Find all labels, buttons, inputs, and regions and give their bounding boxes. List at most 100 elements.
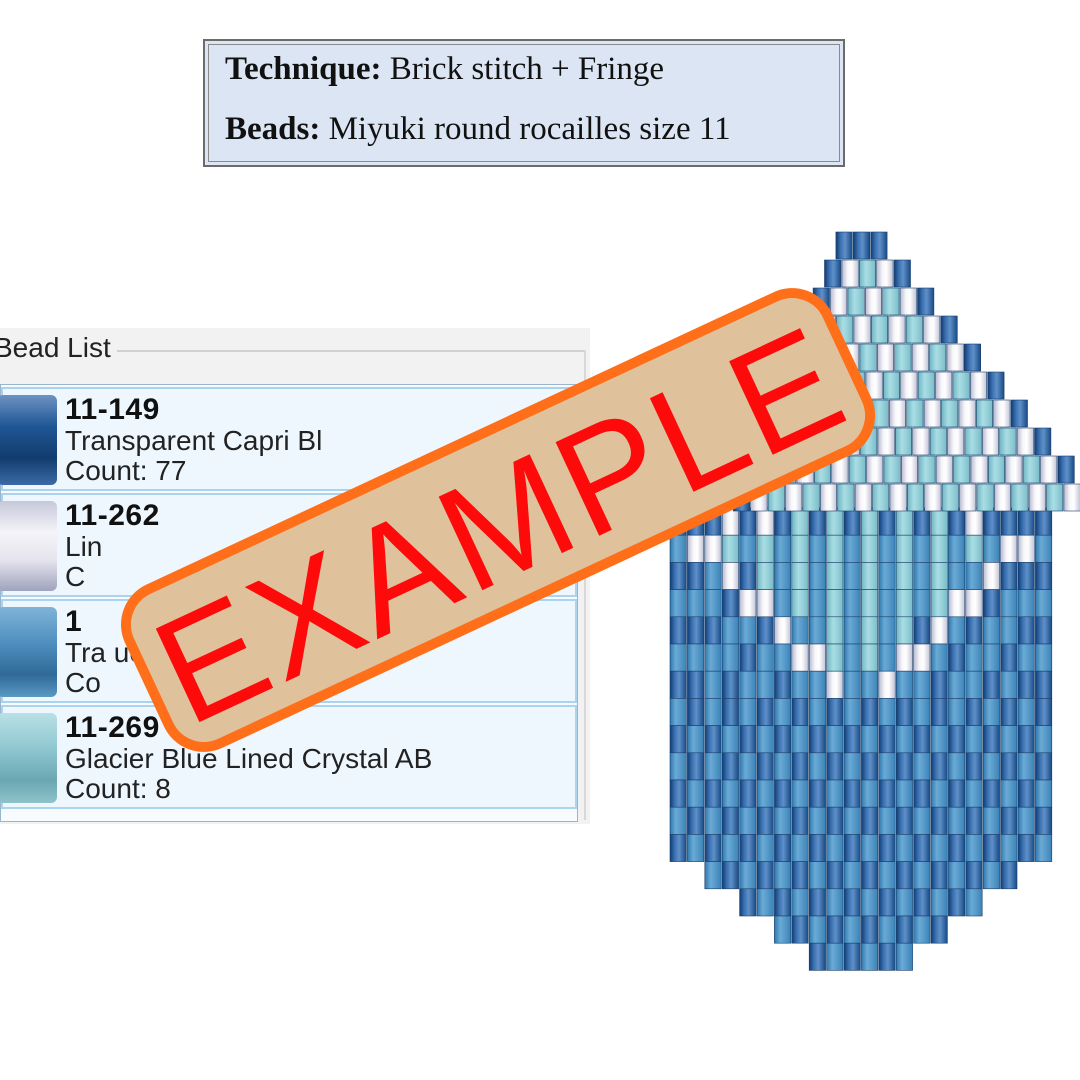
bead-cell xyxy=(843,670,861,699)
bead-cell xyxy=(947,427,965,456)
bead-cell xyxy=(843,942,861,971)
bead-cell xyxy=(739,562,757,590)
bead-cell xyxy=(843,806,861,835)
bead-cell xyxy=(808,834,826,862)
bead-cell xyxy=(791,752,809,781)
bead-cell xyxy=(791,834,809,862)
bead-cell xyxy=(843,589,861,618)
bead-cell xyxy=(721,562,739,590)
bead-cell xyxy=(948,698,966,726)
bead-cell xyxy=(687,589,705,618)
bead-cell xyxy=(993,399,1011,428)
bead-cell xyxy=(774,562,792,590)
bead-cell xyxy=(687,806,705,835)
bead-cell xyxy=(861,834,879,862)
bead-cell xyxy=(808,534,826,563)
bead-cell xyxy=(808,562,826,590)
bead-cell xyxy=(826,834,844,862)
bead-cell xyxy=(930,806,948,835)
bead-cell xyxy=(861,779,879,808)
bead-cell xyxy=(704,698,722,726)
bead-cell xyxy=(826,752,844,781)
bead-cell xyxy=(687,670,705,699)
bead-cell xyxy=(861,888,879,917)
bead-cell xyxy=(1035,779,1053,808)
bead-cell xyxy=(1000,779,1018,808)
bead-cell xyxy=(721,752,739,781)
bead-cell xyxy=(861,507,879,536)
bead-cell xyxy=(906,483,924,512)
bead-cell xyxy=(1000,507,1018,536)
bead-cell xyxy=(861,670,879,699)
bead-cell xyxy=(930,861,948,890)
bead-cell xyxy=(739,779,757,808)
bead-cell xyxy=(1046,483,1064,512)
bead-cell xyxy=(721,861,739,890)
bead-cell xyxy=(756,507,774,536)
bead-cell xyxy=(826,534,844,563)
bead-cell xyxy=(704,779,722,808)
bead-cell xyxy=(1035,725,1053,754)
bead-cell xyxy=(929,343,947,372)
bead-cell xyxy=(965,534,983,563)
bead-cell xyxy=(861,915,879,944)
bead-name: Lin xyxy=(65,531,103,562)
bead-cell xyxy=(854,483,872,512)
bead-cell xyxy=(861,643,879,672)
bead-cell xyxy=(808,616,826,645)
beads-value: Miyuki round rocailles size 11 xyxy=(328,111,731,147)
bead-cell xyxy=(704,616,722,645)
bead-cell xyxy=(669,589,687,618)
bead-cell xyxy=(878,861,896,890)
bead-cell xyxy=(704,806,722,835)
bead-cell xyxy=(830,287,848,316)
bead-cell xyxy=(774,752,792,781)
bead-cell xyxy=(913,562,931,590)
bead-cell xyxy=(1035,752,1053,781)
bead-cell xyxy=(895,915,913,944)
bead-cell xyxy=(895,507,913,536)
bead-cell xyxy=(756,562,774,590)
bead-cell xyxy=(791,698,809,726)
bead-cell xyxy=(739,670,757,699)
bead-cell xyxy=(889,483,907,512)
bead-cell xyxy=(982,834,1000,862)
bead-cell xyxy=(930,915,948,944)
bead-cell xyxy=(841,259,859,288)
bead-cell xyxy=(878,507,896,536)
bead-cell xyxy=(774,834,792,862)
bead-cell xyxy=(826,779,844,808)
bead-cell xyxy=(982,861,1000,890)
bead-cell xyxy=(704,670,722,699)
bead-cell xyxy=(774,779,792,808)
bead-cell xyxy=(913,915,931,944)
bead-cell xyxy=(826,861,844,890)
bead-cell xyxy=(1017,616,1035,645)
bead-cell xyxy=(774,725,792,754)
bead-cell xyxy=(802,483,820,512)
bead-cell xyxy=(791,562,809,590)
bead-cell xyxy=(895,806,913,835)
bead-cell xyxy=(739,725,757,754)
bead-cell xyxy=(1017,534,1035,563)
bead-cell xyxy=(982,643,1000,672)
bead-cell xyxy=(756,534,774,563)
bead-cell xyxy=(791,534,809,563)
bead-cell xyxy=(895,670,913,699)
bead-cell xyxy=(883,455,901,484)
bead-count: Co xyxy=(65,667,101,698)
bead-cell xyxy=(1000,806,1018,835)
bead-code: 1 xyxy=(65,605,83,638)
bead-cell xyxy=(739,589,757,618)
bead-cell xyxy=(774,507,792,536)
bead-count: C xyxy=(65,561,86,592)
bead-cell xyxy=(878,752,896,781)
bead-cell xyxy=(982,725,1000,754)
bead-cell xyxy=(870,315,888,344)
pattern-info-box: Technique: Brick stitch + Fringe Beads: … xyxy=(203,39,845,167)
bead-list-item[interactable]: 11-269 Glacier Blue Lined Crystal AB Cou… xyxy=(0,705,577,809)
bead-cell xyxy=(843,698,861,726)
bead-cell xyxy=(739,616,757,645)
bead-cell xyxy=(963,343,981,372)
bead-cell xyxy=(930,888,948,917)
